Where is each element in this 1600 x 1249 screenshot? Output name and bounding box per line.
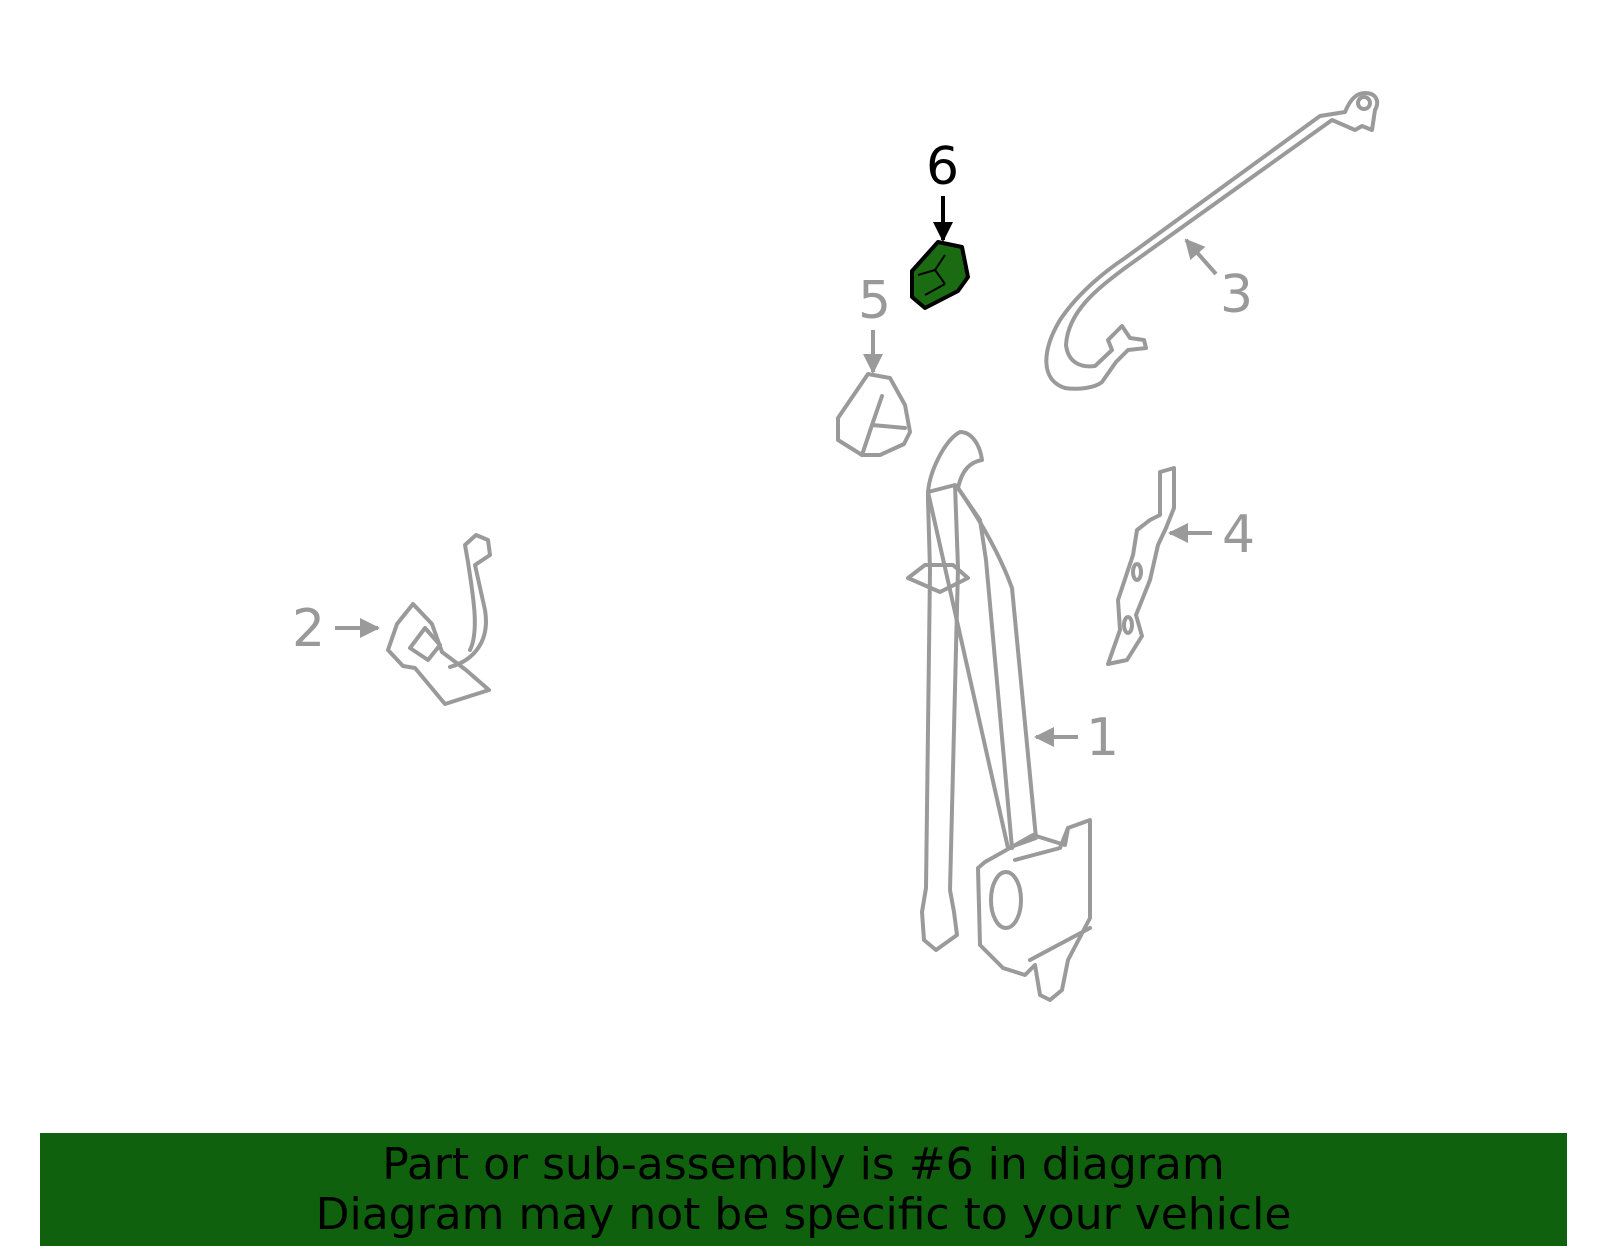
callout-2-label: 2 (292, 599, 325, 659)
callout-4-label: 4 (1222, 505, 1255, 565)
part-1-retractor[interactable] (906, 430, 1092, 1002)
banner-line-2: Diagram may not be specific to your vehi… (315, 1188, 1292, 1240)
part-4-bracket[interactable] (1106, 466, 1176, 666)
part-6-cap[interactable] (910, 240, 970, 310)
part-3-guide[interactable] (1044, 91, 1380, 391)
banner-line-1: Part or sub-assembly is #6 in diagram (382, 1138, 1225, 1190)
part-2-buckle[interactable] (386, 533, 492, 706)
info-banner: Part or sub-assembly is #6 in diagram Di… (40, 1133, 1567, 1246)
callout-1-label: 1 (1086, 708, 1119, 768)
callout-6-label: 6 (926, 137, 959, 197)
callout-5-label: 5 (858, 271, 891, 331)
callout-3-label: 3 (1220, 265, 1253, 325)
callout-3-leader (1184, 238, 1218, 276)
part-5-cover[interactable] (836, 372, 912, 457)
